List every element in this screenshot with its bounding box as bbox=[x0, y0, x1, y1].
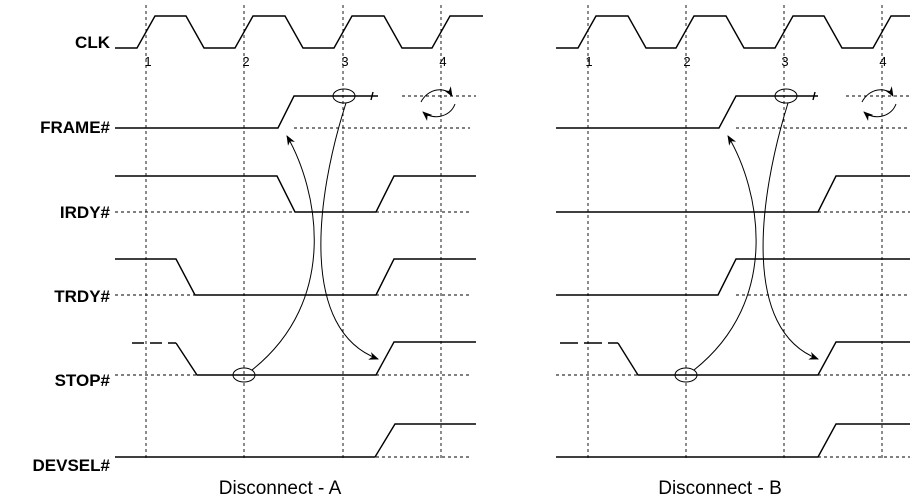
clock-number: 1 bbox=[144, 54, 151, 69]
clk-label: CLK bbox=[75, 33, 111, 52]
stop-waveform bbox=[556, 341, 910, 376]
frame-waveform bbox=[556, 91, 910, 129]
frame-waveform bbox=[115, 91, 476, 129]
sample-marker bbox=[332, 88, 356, 104]
sample-marker bbox=[232, 367, 256, 383]
clock-number: 2 bbox=[683, 54, 690, 69]
trdy-waveform bbox=[556, 258, 910, 296]
stop-waveform bbox=[115, 341, 476, 376]
cause-arrow bbox=[251, 135, 315, 371]
clock-number: 3 bbox=[781, 54, 788, 69]
clock-number: 4 bbox=[439, 54, 446, 69]
devsel-waveform bbox=[115, 423, 476, 458]
devsel-waveform bbox=[556, 423, 910, 458]
clk-waveform bbox=[556, 15, 910, 49]
turnaround-icon bbox=[420, 86, 456, 121]
disconnect-b-panel: 1 2 3 4 bbox=[556, 5, 910, 460]
clk-waveform bbox=[115, 15, 483, 49]
sample-marker bbox=[774, 88, 798, 104]
stop-label: STOP# bbox=[55, 371, 111, 390]
clock-number: 2 bbox=[242, 54, 249, 69]
caption-disconnect-b: Disconnect - B bbox=[658, 478, 782, 499]
clock-number: 4 bbox=[879, 54, 886, 69]
clock-edge-lines bbox=[587, 5, 883, 460]
trdy-label: TRDY# bbox=[54, 287, 110, 306]
caption-disconnect-a: Disconnect - A bbox=[219, 478, 342, 499]
irdy-waveform bbox=[115, 175, 476, 213]
clock-number: 1 bbox=[585, 54, 592, 69]
cause-arrow bbox=[762, 102, 819, 360]
clock-edge-lines bbox=[145, 5, 442, 460]
irdy-waveform bbox=[556, 175, 910, 213]
clock-number: 3 bbox=[341, 54, 348, 69]
devsel-label: DEVSEL# bbox=[33, 456, 111, 475]
trdy-waveform bbox=[115, 258, 476, 296]
disconnect-a-panel: 1 2 3 4 bbox=[115, 5, 483, 460]
cause-arrow bbox=[320, 102, 379, 360]
sample-marker bbox=[674, 367, 698, 383]
frame-label: FRAME# bbox=[40, 118, 110, 137]
cause-arrow bbox=[693, 135, 757, 371]
turnaround-icon bbox=[861, 86, 897, 121]
irdy-label: IRDY# bbox=[60, 203, 111, 222]
